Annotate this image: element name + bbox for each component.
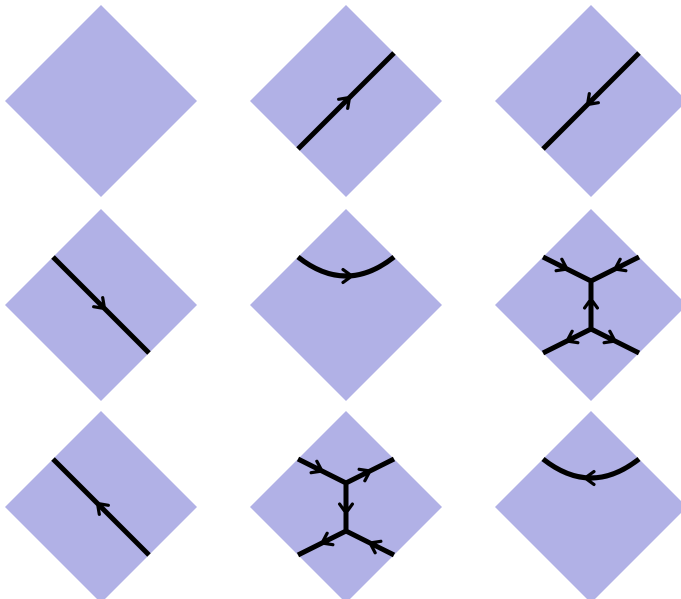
tile-diagonal-down-forward: [5, 209, 197, 401]
arrowhead: [602, 329, 617, 345]
tile-diagonal-down-reverse: [5, 411, 197, 599]
arrowhead: [341, 268, 354, 284]
strand-arc: [296, 255, 396, 279]
strand-line: [541, 51, 641, 151]
arrowhead: [583, 297, 599, 310]
arrowhead: [613, 257, 628, 273]
arrowhead: [583, 470, 596, 486]
arrowhead: [309, 459, 324, 475]
strand-arc: [541, 457, 641, 481]
tile-trivalent-pair-a: [495, 209, 681, 401]
tile-diagonal-up-reverse: [495, 5, 681, 197]
tile-cup-top-left: [495, 411, 681, 599]
tile-cup-top-right: [250, 209, 442, 401]
tile-trivalent-pair-b: [250, 411, 442, 599]
strand-line: [51, 255, 151, 355]
arrowhead: [320, 531, 335, 547]
tile-diamond: [250, 209, 442, 401]
arrowhead: [554, 257, 569, 273]
strand-line: [296, 51, 396, 151]
arrowhead: [585, 92, 600, 107]
tile-diamond: [5, 5, 197, 197]
arrowhead: [368, 539, 383, 555]
arrowhead: [338, 502, 354, 515]
tile-empty: [5, 5, 197, 197]
strand-line: [51, 457, 151, 557]
tile-diamond: [495, 411, 681, 599]
tile-diagonal-up-forward: [250, 5, 442, 197]
arrowhead: [565, 329, 580, 345]
arrowhead: [95, 501, 110, 516]
arrowhead: [337, 95, 352, 110]
arrowhead: [357, 467, 372, 483]
arrowhead: [92, 296, 107, 311]
